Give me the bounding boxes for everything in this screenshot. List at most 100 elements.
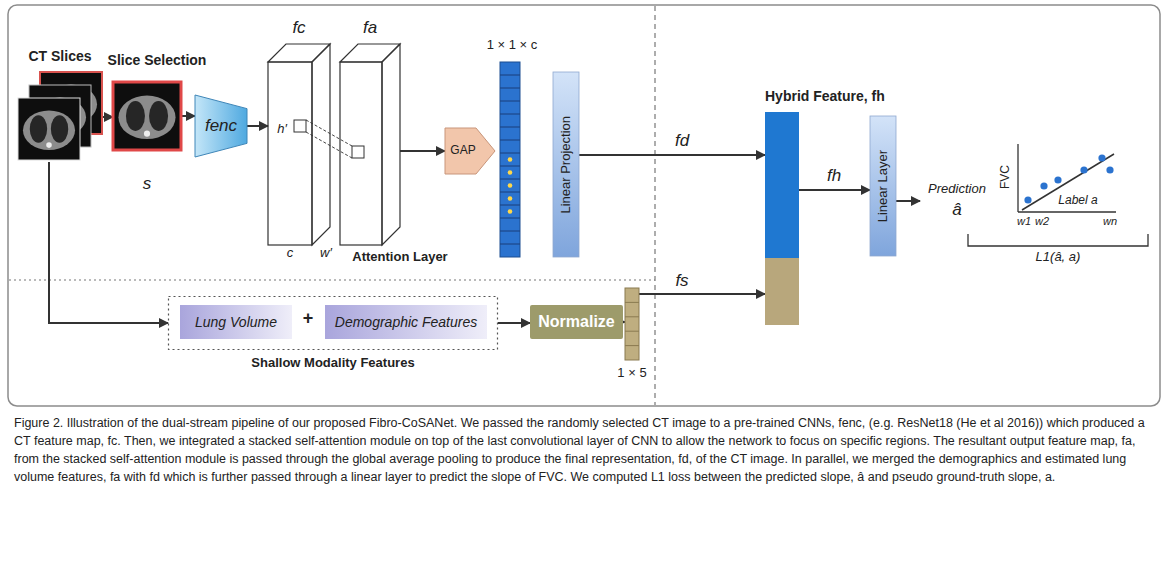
shape-part <box>113 82 181 150</box>
attention-ray <box>306 132 352 158</box>
shape-part <box>1022 154 1114 210</box>
shape-part <box>500 88 520 89</box>
shape-part <box>340 62 382 245</box>
shape-part <box>312 44 330 245</box>
text-box: Linear Projection <box>553 72 579 257</box>
node-outline <box>998 140 1120 222</box>
shape-part <box>508 196 513 201</box>
node-label: FVC <box>999 165 1013 189</box>
node-outline <box>500 62 520 257</box>
node-outline <box>18 72 102 162</box>
dimension-label: c <box>287 246 294 261</box>
shape-part <box>126 101 145 131</box>
node-label: 1 × 5 <box>617 366 646 381</box>
encoder-trapezoid: fenc <box>195 95 247 157</box>
shape-part <box>1054 176 1061 183</box>
shape-part <box>180 305 292 339</box>
shape-part <box>144 131 150 137</box>
regression-plot: FVCLabel a <box>998 140 1120 222</box>
shape-part <box>1040 182 1047 189</box>
shape-part <box>46 142 52 148</box>
plus-sign: + <box>303 308 314 329</box>
shape-part <box>325 305 487 339</box>
shape-part <box>500 231 520 232</box>
shape-part <box>294 120 306 132</box>
hybrid-feature-bar: Hybrid Feature, fh <box>765 112 799 325</box>
shape-part <box>268 62 312 245</box>
shape-part <box>625 302 639 303</box>
shape-part <box>870 116 896 256</box>
text-box: FVC <box>998 146 1014 208</box>
shape-part <box>500 62 520 257</box>
node-label: Linear Layer <box>876 150 891 222</box>
shape-part <box>500 114 520 115</box>
edge-label: fs <box>675 271 688 291</box>
shape-part <box>500 244 520 245</box>
node-label: fc <box>292 18 305 38</box>
arrow-connector <box>639 293 765 295</box>
edge-label: fh <box>827 166 841 186</box>
shape-part <box>1098 154 1105 161</box>
loss-bracket <box>968 234 1148 246</box>
text-box: Linear Layer <box>870 116 896 256</box>
shape-part <box>625 331 639 332</box>
shape-part <box>382 44 400 245</box>
shape-part <box>508 170 513 175</box>
feature-box: Lung Volume <box>180 305 292 339</box>
shape-part <box>500 179 520 180</box>
node-label: Hybrid Feature, fh <box>765 88 885 104</box>
attention-ray <box>306 120 352 146</box>
prediction-output: Prediction â <box>920 180 994 224</box>
arrow-connector <box>102 116 113 118</box>
node-outline <box>765 112 799 325</box>
stream-divider <box>9 279 655 280</box>
shape-part <box>169 297 498 350</box>
shape-part <box>29 85 91 147</box>
node-label: â <box>952 200 961 220</box>
arrow-connector <box>49 162 168 323</box>
dimension-label: w′ <box>320 246 332 261</box>
shape-part <box>51 115 68 142</box>
shape-part <box>352 146 364 158</box>
text-box: fenc <box>195 95 247 157</box>
text-box: Demographic Features <box>325 305 487 339</box>
shape-part <box>625 288 639 360</box>
node-outline <box>625 288 639 360</box>
feature-box: Demographic Features <box>325 305 487 339</box>
node-label: s <box>143 174 152 194</box>
shape-part <box>18 98 80 160</box>
shape-part <box>1024 196 1031 203</box>
feature-vector: 1 × 1 × c <box>500 62 520 257</box>
feature-block: fc <box>268 44 330 245</box>
node-outline <box>113 82 181 150</box>
text-box: Normalize <box>530 305 623 339</box>
shape-part <box>29 85 91 147</box>
node-label: Slice Selection <box>108 52 207 68</box>
dimension-label: h′ <box>277 122 287 137</box>
arrow-connector <box>579 154 765 156</box>
node-label: fenc <box>205 116 237 136</box>
shape-part <box>30 115 47 142</box>
linear-layer-bar: Linear Layer <box>870 116 896 256</box>
shape-part <box>508 209 513 214</box>
arrow-connector <box>498 322 530 324</box>
arrow-connector <box>400 150 445 152</box>
arrow-connector <box>799 189 870 191</box>
shape-part <box>113 82 181 150</box>
normalize-box: Normalize <box>530 305 623 339</box>
arrow-connector <box>181 115 195 117</box>
arrow-connector <box>896 200 920 202</box>
arrow-connector <box>247 125 268 127</box>
projection-bar: Linear Projection <box>553 72 579 257</box>
node-label: Prediction <box>928 182 986 197</box>
node-label: CT Slices <box>28 48 91 64</box>
shape-part <box>23 110 75 150</box>
shape-part <box>1017 144 1018 212</box>
stream-divider <box>654 6 655 405</box>
shape-part <box>500 218 520 219</box>
shape-part <box>500 205 520 206</box>
figure-caption: Figure 2. Illustration of the dual-strea… <box>14 414 1154 486</box>
node-label: Shallow Modality Features <box>251 356 414 371</box>
node-label: Lung Volume <box>195 314 277 330</box>
node-label: Linear Projection <box>559 116 574 214</box>
